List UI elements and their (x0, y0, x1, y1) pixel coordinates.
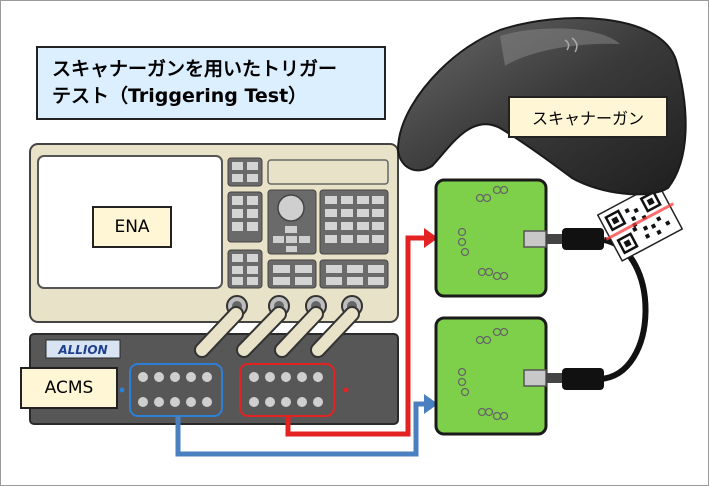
title-line-2: テスト（Triggering Test） (52, 85, 308, 107)
red-signal-line (285, 228, 438, 437)
blue-signal-line (175, 394, 438, 457)
ena-acms-cables (194, 306, 360, 358)
allion-logo: ALLION (57, 343, 107, 357)
scanner-gun-label: スキャナーガン (508, 96, 668, 138)
title-line-1: スキャナーガンを用いたトリガー (52, 58, 338, 80)
ena-instrument (29, 143, 399, 323)
acms-blue-port-group (129, 363, 223, 417)
ena-knob (277, 194, 305, 222)
acms-unit: ALLION (29, 333, 399, 425)
acms-red-port-group (239, 363, 335, 417)
ena-label: ENA (92, 206, 172, 248)
qr-code-icon (596, 182, 684, 262)
title-box: スキャナーガンを用いたトリガー テスト（Triggering Test） (36, 46, 386, 120)
dut-board-bottom (434, 316, 548, 436)
acms-label: ACMS (20, 367, 118, 409)
dut-board-top (434, 178, 548, 298)
